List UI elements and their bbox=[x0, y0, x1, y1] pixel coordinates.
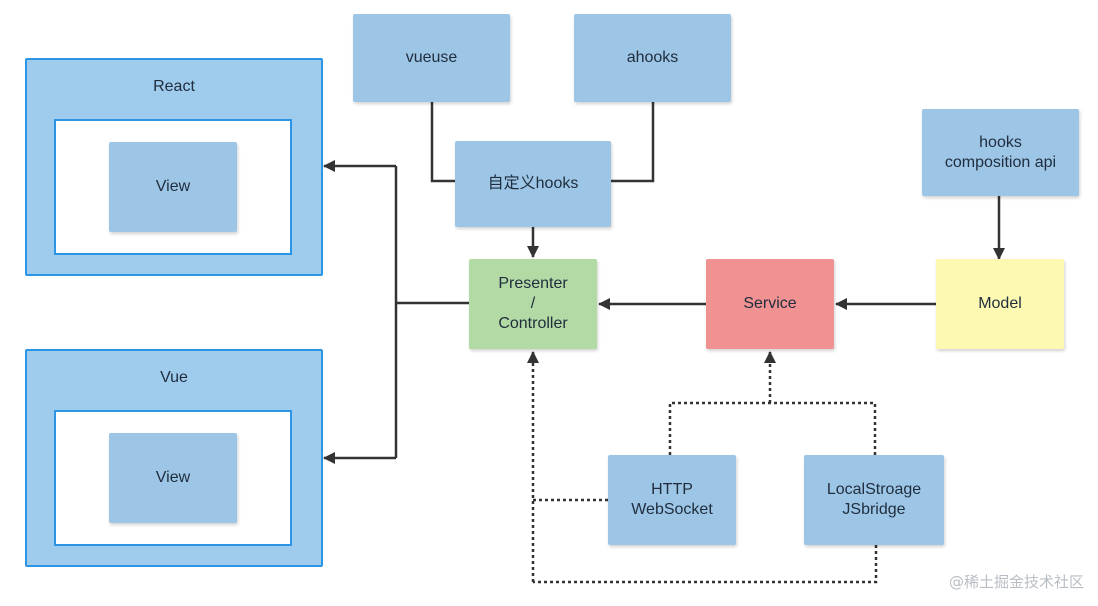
custom-hooks-box: 自定义hooks bbox=[455, 141, 611, 227]
react-view-box: View bbox=[109, 142, 237, 232]
edge-local-to-presenter bbox=[533, 545, 878, 584]
edge-vueuse-to-custom-hooks bbox=[430, 102, 455, 183]
vue-view-box: View bbox=[109, 433, 237, 523]
presenter-controller-box: Presenter / Controller bbox=[469, 259, 597, 349]
vue-container: Vue View bbox=[25, 349, 323, 567]
watermark-text: @稀土掘金技术社区 bbox=[948, 573, 1084, 591]
react-view-frame: View bbox=[54, 119, 292, 255]
react-container: React View bbox=[25, 58, 323, 276]
hooks-composition-api-box: hooks composition api bbox=[922, 109, 1079, 196]
localstorage-jsbridge-box: LocalStroage JSbridge bbox=[804, 455, 944, 545]
edge-http-to-service bbox=[668, 401, 877, 455]
model-box: Model bbox=[936, 259, 1064, 349]
vueuse-box: vueuse bbox=[353, 14, 510, 102]
service-box: Service bbox=[706, 259, 834, 349]
vue-label: Vue bbox=[160, 369, 188, 386]
http-websocket-box: HTTP WebSocket bbox=[608, 455, 736, 545]
react-label: React bbox=[153, 78, 195, 95]
ahooks-box: ahooks bbox=[574, 14, 731, 102]
vue-view-frame: View bbox=[54, 410, 292, 546]
edge-ahooks-to-custom-hooks bbox=[611, 102, 655, 183]
